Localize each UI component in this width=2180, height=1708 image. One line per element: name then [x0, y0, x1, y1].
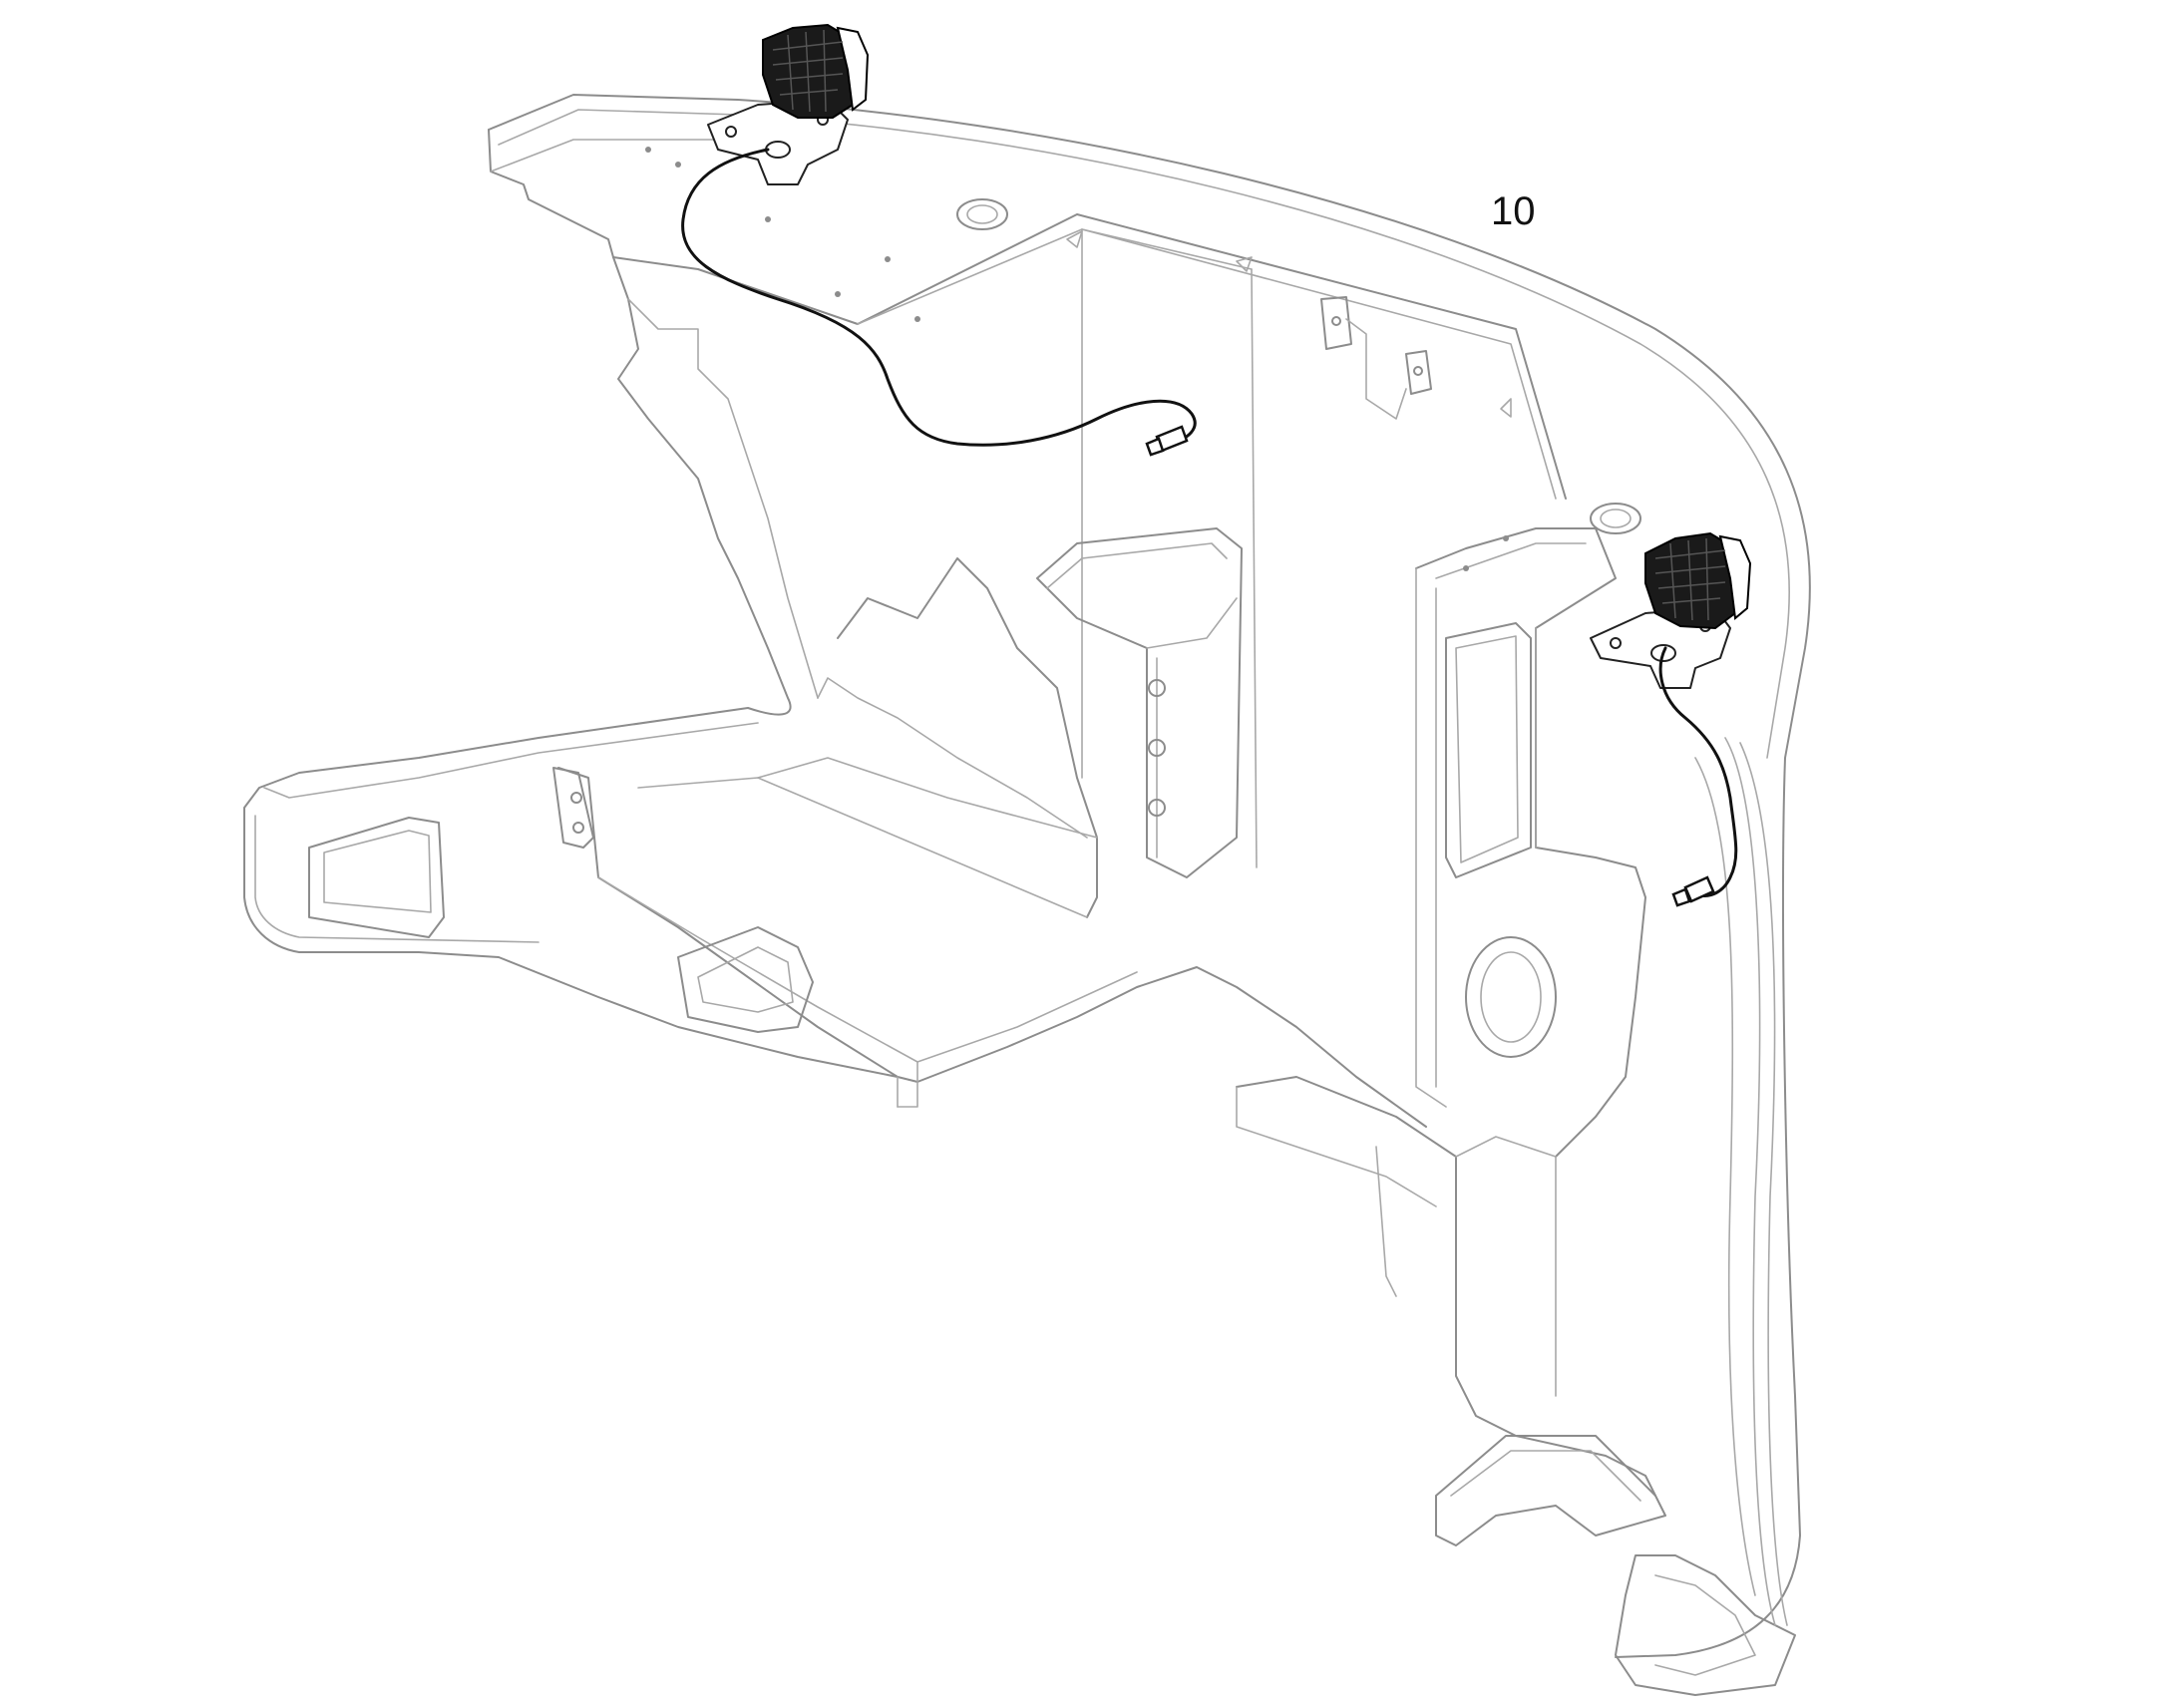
frame-top-arc [488, 94, 1811, 1658]
cable-connector-icon [1683, 875, 1715, 903]
cable-left [681, 148, 1197, 447]
frame-wall-tab-2 [1405, 350, 1432, 395]
frame-left-tab [552, 767, 594, 849]
top-hole-right [1590, 503, 1641, 534]
frame-left-arm [243, 256, 899, 1078]
frame-top-inner-edge [612, 213, 1567, 500]
frame-top-arc-inner [498, 109, 1791, 759]
frame-right-window [1445, 622, 1532, 878]
frame-left-ledge [488, 129, 614, 258]
frame-center-rib [837, 557, 1098, 918]
callout-label: 10 [1491, 189, 1536, 233]
frame-left-pocket [308, 817, 445, 938]
frame-right-tower [1415, 527, 1646, 1158]
work-lamp-right [1590, 531, 1752, 689]
frame-right-lower [1236, 1076, 1656, 1497]
frame-center-post [1036, 527, 1243, 878]
counterweight-frame [243, 94, 1811, 1696]
frame-lower-pocket [677, 926, 814, 1033]
frame-wall-tab-1 [1320, 296, 1352, 350]
work-lamp-left [707, 23, 870, 185]
frame-right-foot [1435, 1435, 1666, 1546]
top-hole-left [956, 198, 1008, 230]
cable-right [1658, 646, 1738, 897]
frame-right-hole [1465, 936, 1557, 1058]
frame-central-base [557, 767, 1427, 1128]
frame-right-end [1615, 1554, 1796, 1696]
